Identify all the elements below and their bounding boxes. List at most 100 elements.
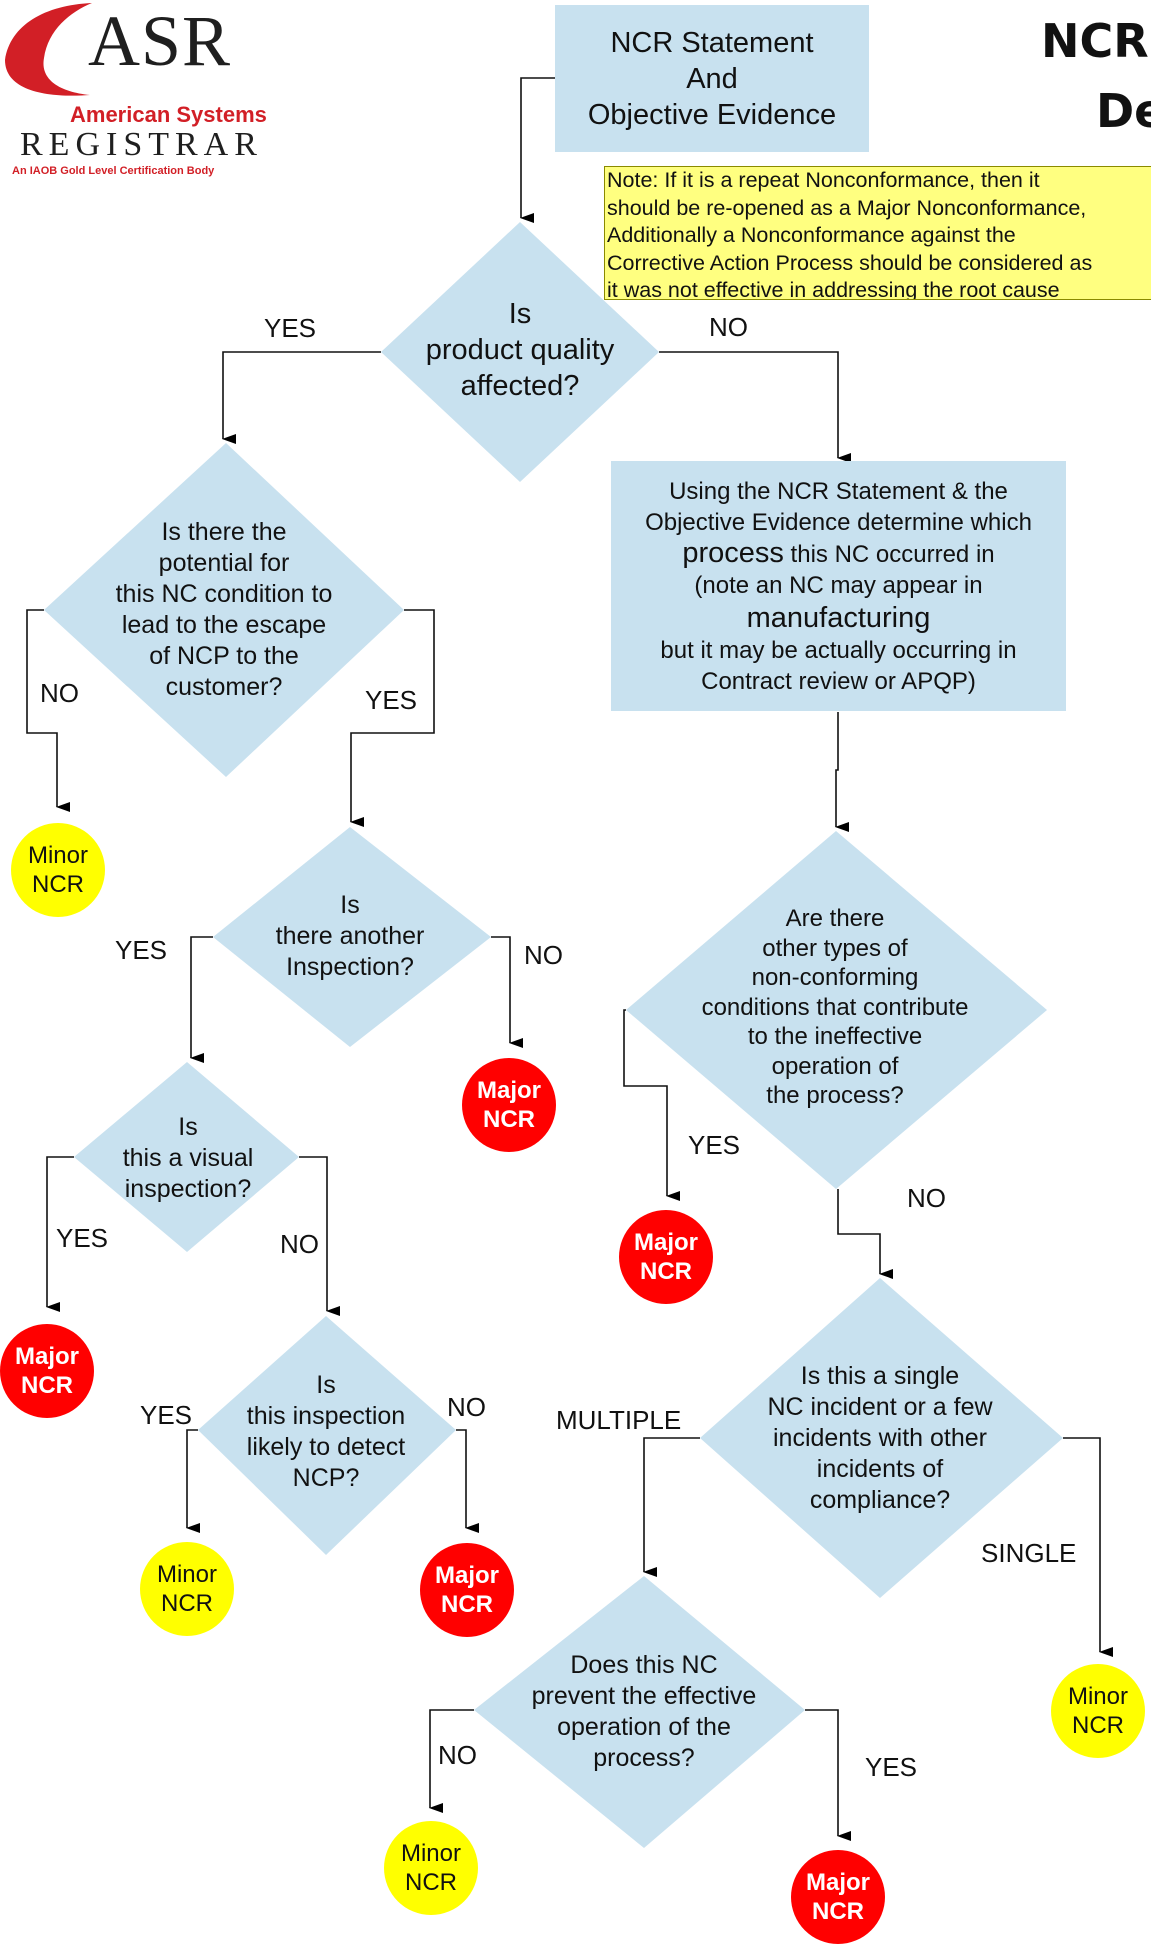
decision-line: of NCP to the <box>149 642 299 670</box>
process-keyword: manufacturing <box>746 601 931 634</box>
note-line: Note: If it is a repeat Nonconformance, … <box>607 168 1040 192</box>
major-ncr-outcome: Major NCR <box>420 1543 514 1637</box>
decision-another-inspection-shape <box>213 827 491 1047</box>
outcome-line: NCR <box>483 1106 535 1133</box>
outcome-line: Major <box>476 1077 541 1104</box>
start-box: NCR Statement And Objective Evidence <box>555 5 869 152</box>
label-single: SINGLE <box>981 1538 1077 1568</box>
connector <box>46 1156 74 1312</box>
connector <box>805 1709 851 1841</box>
decision-line: Is <box>316 1371 336 1399</box>
label-no: NO <box>709 312 748 342</box>
label-yes: YES <box>115 935 168 965</box>
outcome-line: NCR <box>21 1372 73 1399</box>
connector <box>491 936 523 1048</box>
decision-line: operation of the <box>557 1713 731 1741</box>
process-line: Using the NCR Statement & the <box>669 477 1008 505</box>
decision-prevent-operation: Does this NC prevent the effective opera… <box>504 1650 784 1774</box>
decision-visual-inspection: Is this a visual inspection? <box>98 1112 278 1205</box>
label-yes: YES <box>264 313 317 343</box>
process-line: Contract review or APQP) <box>701 667 976 695</box>
decision-line: customer? <box>165 673 283 701</box>
outcome-line: NCR <box>405 1869 457 1896</box>
decision-line: Is there the <box>161 518 287 546</box>
outcome-line: Major <box>805 1869 870 1896</box>
decision-line: Is <box>178 1113 198 1141</box>
decision-line: Is this a single <box>800 1362 960 1390</box>
decision-line: Are there <box>785 905 885 932</box>
decision-escape-potential-shape <box>44 443 404 777</box>
decision-line: inspection? <box>124 1175 252 1203</box>
outcome-line: Major <box>434 1562 499 1589</box>
page-title-line2: De <box>1096 84 1151 138</box>
start-line: And <box>686 62 738 95</box>
minor-ncr-outcome: Minor NCR <box>11 823 105 917</box>
label-yes: YES <box>688 1130 741 1160</box>
logo-line2: REGISTRAR <box>20 126 263 163</box>
label-yes: YES <box>56 1223 109 1253</box>
connector <box>520 77 555 223</box>
decision-line: prevent the effective <box>531 1682 757 1710</box>
decision-line: there another <box>275 922 425 950</box>
decision-line: Does this NC <box>570 1651 718 1679</box>
major-ncr-outcome: Major NCR <box>619 1210 713 1304</box>
decision-line: other types of <box>762 934 908 962</box>
decision-line: NCP? <box>292 1464 360 1492</box>
outcome-line: Major <box>14 1343 79 1370</box>
decision-line: this inspection <box>246 1402 406 1430</box>
outcome-line: NCR <box>640 1258 692 1285</box>
connector <box>835 712 849 832</box>
decision-likely-detect: Is this inspection likely to detect NCP? <box>218 1370 434 1494</box>
outcome-line: Minor <box>156 1561 217 1588</box>
process-determination-box: Using the NCR Statement & the Objective … <box>611 461 1066 711</box>
minor-ncr-outcome: Minor NCR <box>140 1542 234 1636</box>
decision-line: affected? <box>460 370 580 402</box>
process-line: but it may be actually occurring in <box>660 636 1017 664</box>
start-line: NCR Statement <box>610 26 814 59</box>
connector <box>299 1156 340 1316</box>
connector <box>222 351 381 444</box>
repeat-nonconformance-note: Note: If it is a repeat Nonconformance, … <box>604 166 1151 300</box>
connector <box>659 351 851 463</box>
connector <box>1063 1437 1113 1657</box>
process-line: process this NC occurred in <box>682 537 995 570</box>
outcome-line: Major <box>633 1229 698 1256</box>
connector <box>350 609 435 827</box>
outcome-line: Minor <box>400 1840 461 1867</box>
label-yes: YES <box>865 1752 918 1782</box>
decision-line: to the ineffective <box>747 1023 923 1050</box>
logo-tagline: An IAOB Gold Level Certification Body <box>12 165 215 177</box>
connector <box>26 609 70 812</box>
process-line: (note an NC may appear in <box>694 571 983 599</box>
connector <box>456 1429 479 1533</box>
minor-ncr-outcome: Minor NCR <box>384 1821 478 1915</box>
label-yes: YES <box>365 685 418 715</box>
major-ncr-outcome: Major NCR <box>791 1850 885 1944</box>
connector <box>186 1429 200 1533</box>
decision-line: Inspection? <box>286 953 414 981</box>
outcome-line: Minor <box>27 842 88 869</box>
major-ncr-outcome: Major NCR <box>0 1324 94 1418</box>
connector <box>623 1009 680 1201</box>
decision-another-inspection: Is there another Inspection? <box>250 890 450 983</box>
decision-other-types: Are there other types of non-conforming … <box>680 904 990 1111</box>
decision-line: NC incident or a few <box>767 1393 993 1421</box>
decision-line: the process? <box>766 1082 904 1109</box>
decision-line: Is <box>508 298 532 330</box>
decision-escape-potential: Is there the potential for this NC condi… <box>86 517 362 703</box>
decision-likely-detect-shape <box>198 1316 456 1555</box>
decision-single-incident-shape <box>700 1278 1063 1598</box>
logo-line1: American Systems <box>70 102 267 127</box>
process-line-rest: this NC occurred in <box>783 540 995 568</box>
decision-line: Is <box>340 891 360 919</box>
label-no: NO <box>907 1183 946 1213</box>
decision-line: incidents of <box>816 1455 944 1483</box>
connector <box>429 1709 474 1813</box>
label-no: NO <box>438 1740 477 1770</box>
outcome-line: NCR <box>812 1898 864 1925</box>
page-title-line1: NCR <box>1041 14 1149 68</box>
outcome-line: NCR <box>161 1590 213 1617</box>
decision-line: conditions that contribute <box>701 993 969 1021</box>
decision-line: lead to the escape <box>121 611 327 639</box>
decision-single-incident: Is this a single NC incident or a few in… <box>740 1361 1020 1516</box>
